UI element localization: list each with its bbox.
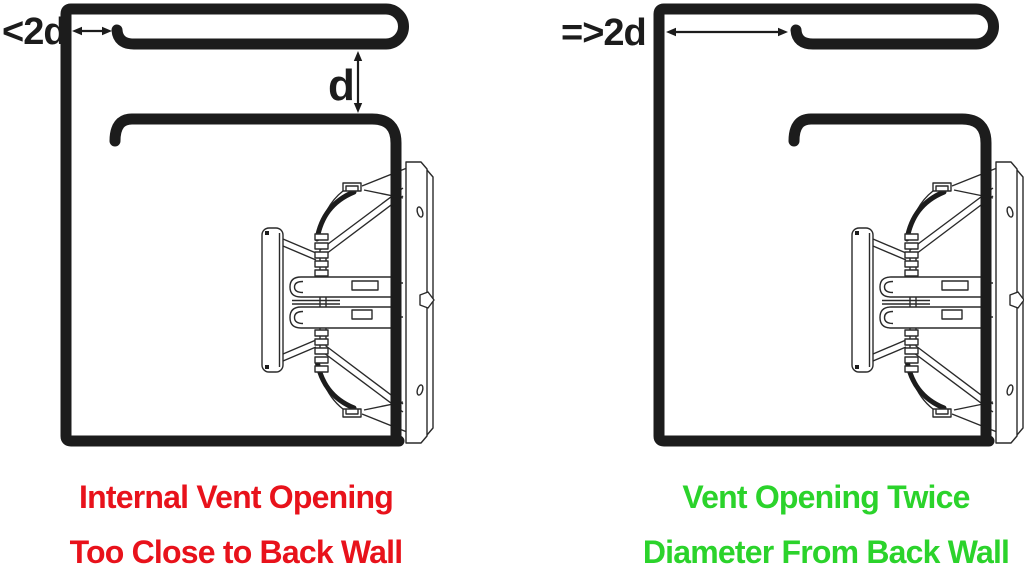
port-diameter-arrow bbox=[353, 51, 363, 113]
left-caption-line1: Internal Vent Opening bbox=[79, 479, 393, 515]
left-distance-label: <2d bbox=[2, 11, 66, 53]
port-diameter-label: d bbox=[328, 61, 354, 110]
right-enclosure-diagram: =>2d Vent Opening Twice Diameter From Ba… bbox=[561, 3, 1024, 570]
right-port-shelf bbox=[788, 113, 992, 447]
left-port-shelf bbox=[109, 113, 402, 447]
right-caption-line1: Vent Opening Twice bbox=[682, 479, 969, 515]
right-caption-line2: Diameter From Back Wall bbox=[643, 534, 1009, 570]
left-enclosure-outline bbox=[60, 3, 409, 447]
right-distance-label: =>2d bbox=[561, 12, 646, 54]
left-enclosure-diagram: <2d d Internal Vent Opening Too Close to… bbox=[2, 3, 434, 570]
left-distance-arrow bbox=[72, 26, 112, 36]
right-distance-arrow bbox=[666, 27, 788, 37]
right-enclosure-outline bbox=[653, 3, 999, 447]
left-caption-line2: Too Close to Back Wall bbox=[70, 534, 403, 570]
